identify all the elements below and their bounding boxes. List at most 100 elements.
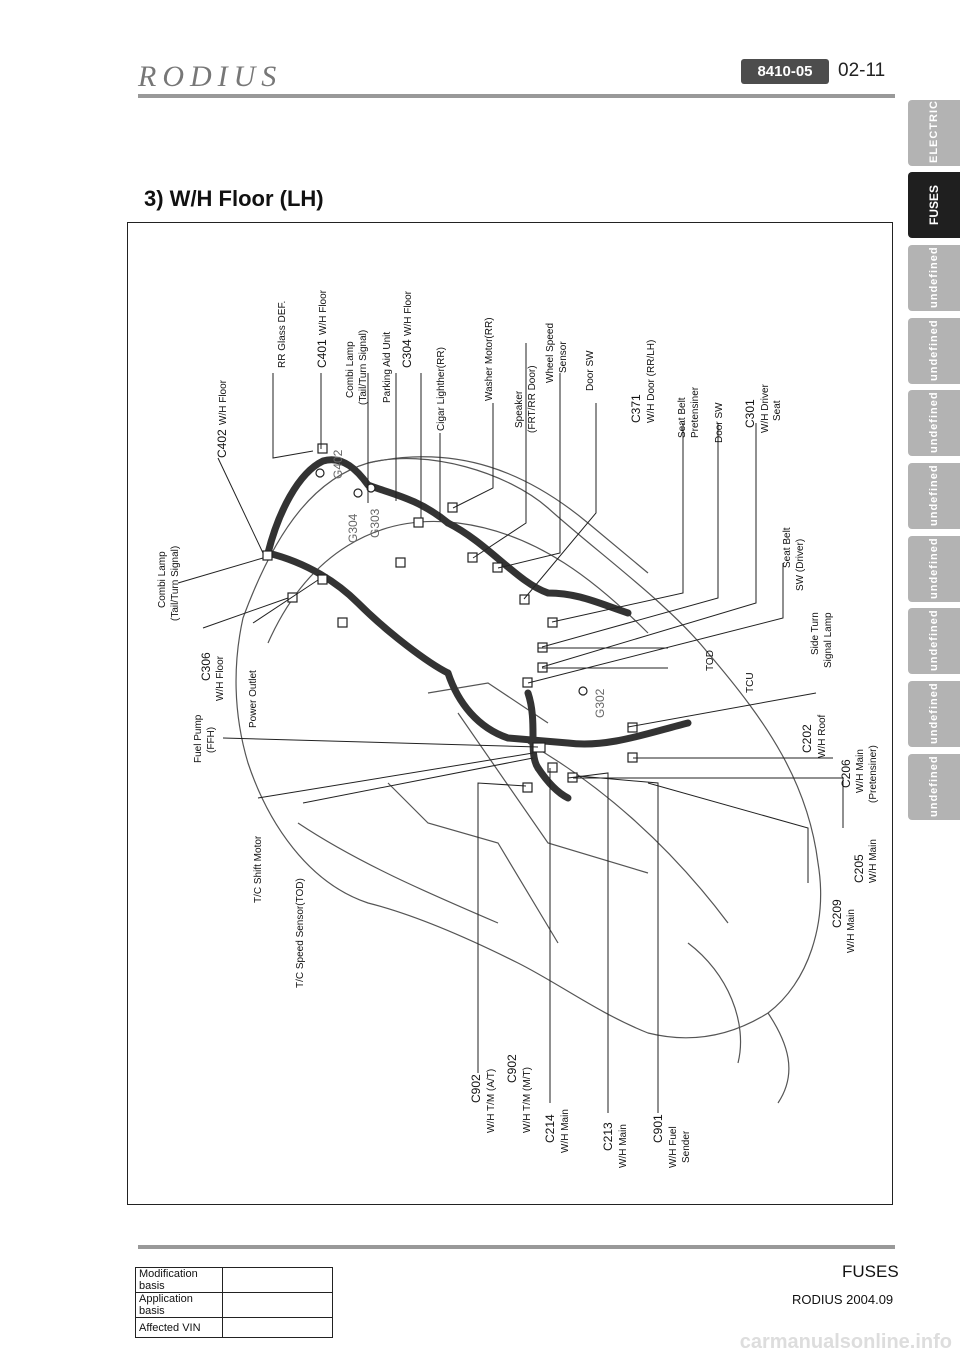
side-tab-label: undefined <box>928 609 940 671</box>
callout-c901-sub1: W/H Fuel <box>668 1126 679 1168</box>
side-tab-3[interactable]: undefined <box>908 245 960 311</box>
callout-wheel-speed-1: Wheel Speed <box>545 323 556 383</box>
connector <box>447 502 458 513</box>
footer-section: FUSES <box>842 1262 899 1281</box>
callout-c901-sub2: Sender <box>681 1130 692 1163</box>
callout-combi-rear-2: (Tail/Turn Signal) <box>358 330 369 405</box>
callout-c213-sub: W/H Main <box>618 1124 629 1168</box>
side-tab-fuses[interactable]: FUSES <box>908 172 960 238</box>
callout-c902-mt: C902 <box>505 1054 519 1083</box>
callout-c306: C306 <box>199 652 213 681</box>
callout-c205-sub: W/H Main <box>868 839 879 883</box>
side-tab-6[interactable]: undefined <box>908 463 960 529</box>
callout-parking-aid: Parking Aid Unit <box>382 332 393 403</box>
side-tab-10[interactable]: undefined <box>908 754 960 820</box>
callout-c209-sub: W/H Main <box>846 909 857 953</box>
callout-belt-sw-1: Seat Belt <box>782 527 793 568</box>
callout-combi-rear-1: Combi Lamp <box>345 341 356 398</box>
callout-tc-speed-sensor: T/C Speed Sensor(TOD) <box>295 878 306 988</box>
side-tab-label: undefined <box>928 246 940 308</box>
callout-c206-sub1: W/H Main <box>855 749 866 793</box>
connector <box>337 617 348 628</box>
callout-belt-pretensioner-2: Pretensiner <box>690 386 701 438</box>
ground-label-g303: G303 <box>368 508 382 538</box>
footer-model-date: RODIUS 2004.09 <box>792 1292 894 1307</box>
table-row: Modification basis <box>135 1267 333 1293</box>
footer-divider <box>138 1245 895 1249</box>
ground-point <box>366 483 376 493</box>
side-tab-electrical[interactable]: ELECTRICAL <box>908 83 960 166</box>
connector <box>522 677 533 688</box>
side-tab-8[interactable]: undefined <box>908 608 960 674</box>
table-row: Affected VIN <box>135 1317 333 1338</box>
ground-point <box>315 468 325 478</box>
side-tab-5[interactable]: undefined <box>908 390 960 456</box>
callout-c205: C205 <box>852 854 866 883</box>
callout-c902-at: C902 <box>469 1074 483 1103</box>
callout-c301-sub2: Seat <box>772 400 783 421</box>
callout-c304: C304 <box>400 339 414 368</box>
callout-c206: C206 <box>839 759 853 788</box>
callout-door-sw-1: Door SW <box>585 350 596 391</box>
callout-c213: C213 <box>601 1122 615 1151</box>
callout-belt-pretensioner-1: Seat Belt <box>677 397 688 438</box>
connector <box>547 617 558 628</box>
callout-power-outlet: Power Outlet <box>248 670 259 728</box>
callout-tcu: TCU <box>745 672 756 693</box>
connector <box>287 592 298 603</box>
callout-c902-at-sub: W/H T/M (A/T) <box>486 1069 497 1133</box>
callout-c401: C401 <box>315 339 329 368</box>
side-tab-label: ELECTRICAL <box>928 83 940 163</box>
callout-c402: C402 <box>215 429 229 458</box>
callout-door-sw-2: Door SW <box>714 402 725 443</box>
side-tab-label: undefined <box>928 319 940 381</box>
leader-lines <box>177 343 844 1113</box>
callout-c202: C202 <box>800 724 814 753</box>
wire-harness <box>264 456 692 802</box>
connector <box>413 517 424 528</box>
side-tab-label: undefined <box>928 682 940 744</box>
connector <box>547 762 558 773</box>
side-tab-4[interactable]: undefined <box>908 318 960 384</box>
callout-c301-sub1: W/H Driver <box>760 383 771 433</box>
connector <box>522 782 533 793</box>
connector <box>532 742 546 753</box>
callout-c214: C214 <box>543 1114 557 1143</box>
brand-logo: RODIUS <box>138 60 283 93</box>
vehicle-outline <box>235 456 822 1104</box>
side-tab-label: undefined <box>928 537 940 599</box>
table-cell-value <box>222 1317 333 1338</box>
callout-c902-mt-sub: W/H T/M (M/T) <box>522 1067 533 1133</box>
table-cell-value <box>222 1292 333 1318</box>
side-tab-7[interactable]: undefined <box>908 536 960 602</box>
connector <box>467 552 478 563</box>
ground-point <box>578 686 588 696</box>
watermark: carmanualsonline.info <box>739 1331 952 1353</box>
callout-labels: RR Glass DEF. C401 W/H Floor Combi Lamp … <box>157 289 879 1168</box>
connector <box>262 550 273 561</box>
connector-group <box>262 443 638 793</box>
ground-points <box>315 468 588 696</box>
callout-c301: C301 <box>743 399 757 428</box>
wiring-diagram: RR Glass DEF. C401 W/H Floor Combi Lamp … <box>127 222 893 1205</box>
table-row: Application basis <box>135 1292 333 1318</box>
callout-belt-sw-2: SW (Driver) <box>795 539 806 591</box>
table-cell-value <box>222 1267 333 1293</box>
table-cell-label: Modification basis <box>135 1267 223 1293</box>
page-number: 02-11 <box>838 60 886 81</box>
callout-wheel-speed-2: Sensor <box>558 341 569 373</box>
callout-washer-motor: Washer Motor(RR) <box>484 317 495 401</box>
callout-cigar-lighter: Cigar Lighther(RR) <box>436 347 447 431</box>
callout-c202-sub: W/H Roof <box>817 714 828 758</box>
ground-point <box>353 488 363 498</box>
header-divider <box>138 94 895 98</box>
side-tab-label: undefined <box>928 391 940 453</box>
callout-c304-sub: W/H Floor <box>403 290 414 336</box>
callout-c209: C209 <box>830 899 844 928</box>
ground-label-g304: G304 <box>346 513 360 543</box>
table-cell-label: Application basis <box>135 1292 223 1318</box>
callout-c901: C901 <box>651 1114 665 1143</box>
callout-c214-sub: W/H Main <box>560 1109 571 1153</box>
side-tab-9[interactable]: undefined <box>908 681 960 747</box>
callout-c206-sub2: (Pretensiner) <box>868 745 879 803</box>
